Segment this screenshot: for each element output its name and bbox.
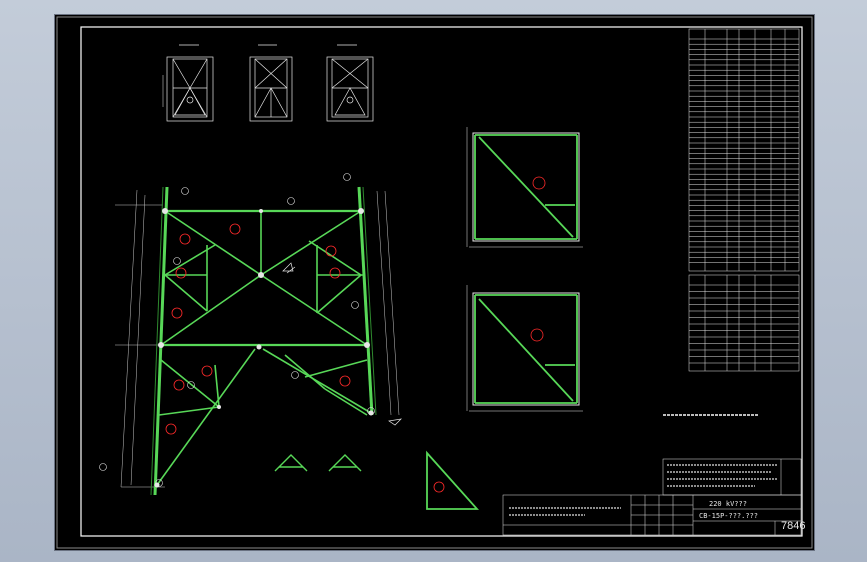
drawing-number: 7846 xyxy=(781,520,805,532)
anchor-tag xyxy=(388,418,403,426)
bracket-detail xyxy=(282,262,296,274)
right-dimension-lines xyxy=(376,190,400,416)
title-block xyxy=(502,494,802,536)
part-annotations xyxy=(165,223,351,435)
notes-text-lines xyxy=(667,464,777,487)
bracing-members xyxy=(156,210,372,486)
detail-panel-lower xyxy=(466,285,583,412)
left-dimension-lines xyxy=(115,189,165,488)
cad-drawing: 220 kV??? CB-15P-???.??? 7846 xyxy=(56,16,813,549)
section-view-3 xyxy=(326,44,374,122)
drawing-sheet: 220 kV??? CB-15P-???.??? 7846 xyxy=(54,14,815,551)
top-section-views xyxy=(162,44,374,122)
detail-panel-upper xyxy=(466,127,583,248)
parts-table-upper xyxy=(688,28,800,272)
sheet-outer-frame xyxy=(56,16,813,549)
title-line-1: 220 kV??? xyxy=(709,500,747,508)
bolt-markers xyxy=(154,208,374,488)
leader-tags xyxy=(99,173,375,487)
tower-legs xyxy=(153,186,374,496)
section-view-2 xyxy=(249,44,293,122)
main-tower-panel xyxy=(99,173,403,496)
bottom-detail-views xyxy=(274,454,362,472)
triangle-gusset xyxy=(426,450,480,510)
sheet-inner-frame xyxy=(80,26,803,537)
section-view-1 xyxy=(162,44,214,122)
title-block-text-lines xyxy=(509,507,621,516)
table-rows-lower xyxy=(689,284,799,364)
title-line-2: CB-15P-???.??? xyxy=(699,512,758,520)
table-rows-upper xyxy=(689,38,799,263)
parts-table-lower xyxy=(688,274,800,372)
tower-leg-inner xyxy=(150,186,377,496)
